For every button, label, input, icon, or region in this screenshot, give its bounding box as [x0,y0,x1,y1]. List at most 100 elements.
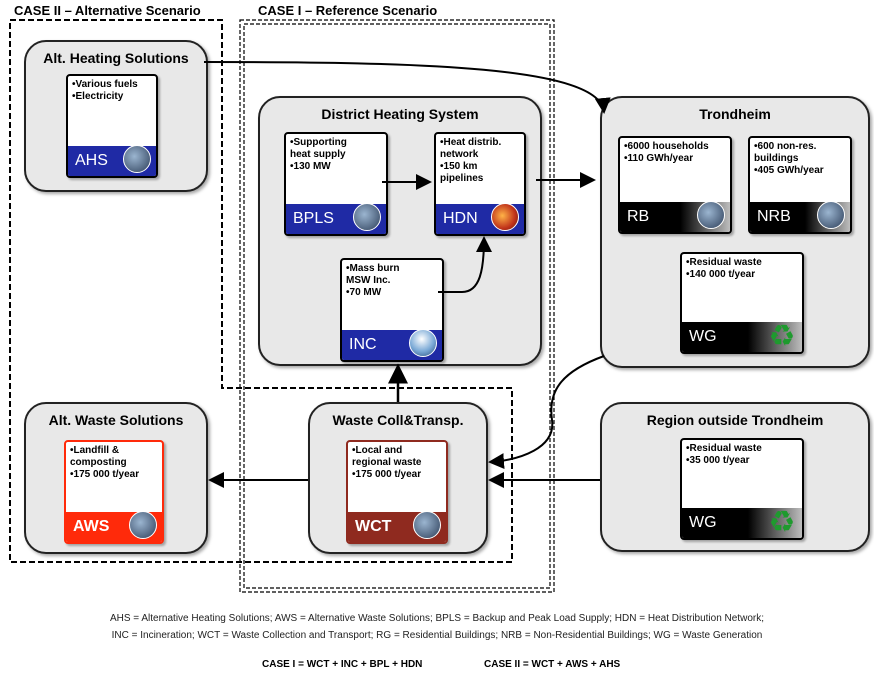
region-wg-details: •Residual waste •35 000 t/year [686,443,799,467]
bpls-line: heat supply [290,149,346,160]
aws-line: composting [70,457,127,468]
legend-line-1: AHS = Alternative Heating Solutions; AWS… [109,613,765,624]
trondheim-title: Trondheim [699,106,771,122]
case1-title: CASE I – Reference Scenario [258,3,438,18]
rb-line: •110 GWh/year [624,153,694,164]
arrow-ahs-trondheim [203,61,611,114]
building-icon [697,201,725,229]
nrb-line: •600 non-res. [754,141,817,152]
case2-equation: CASE II = WCT + AWS + AHS [484,659,621,670]
wg-card: •Residual waste •140 000 t/year WG ♻ [680,252,804,354]
bpls-line: •Supporting [290,137,347,148]
nrb-line: buildings [754,153,799,164]
hdn-code: HDN [443,210,478,227]
district-heating-title: District Heating System [321,106,479,122]
region-wg-line: •35 000 t/year [686,455,750,466]
aws-details: •Landfill & composting •175 000 t/year [70,445,159,481]
inc-line: MSW Inc. [346,275,391,286]
ahs-code: AHS [75,152,108,169]
wg-line: •140 000 t/year [686,269,756,280]
inc-line: •70 MW [346,287,382,298]
case1-equation: CASE I = WCT + INC + BPL + HDN [262,659,423,670]
alt-waste-group: Alt. Waste Solutions •Landfill & compost… [24,402,208,554]
boiler-icon [353,203,381,231]
landfill-icon [129,511,157,539]
hdn-card: •Heat distrib. network •150 km pipelines… [434,132,526,236]
boiler-icon [123,145,151,173]
region-wg-line: •Residual waste [686,443,762,454]
wg-bar: WG ♻ [682,322,802,352]
alt-waste-title: Alt. Waste Solutions [48,412,184,428]
arrow-inc-hdn [438,236,492,293]
ahs-line: •Various fuels [72,79,138,90]
inc-code: INC [349,336,377,353]
rb-line: •6000 households [624,141,709,152]
nrb-details: •600 non-res. buildings •405 GWh/year [754,141,847,177]
wct-line: •Local and [352,445,403,456]
building-icon [817,201,845,229]
inc-bar: INC [342,329,442,360]
waste-coll-group: Waste Coll&Transp. •Local and regional w… [308,402,488,554]
inc-line: •Mass burn [346,263,400,274]
nrb-code: NRB [757,208,791,225]
rb-card: •6000 households •110 GWh/year RB [618,136,732,234]
inc-card: •Mass burn MSW Inc. •70 MW INC [340,258,444,362]
wg-code: WG [689,328,717,345]
truck-icon [413,511,441,539]
wct-details: •Local and regional waste •175 000 t/yea… [352,445,443,481]
wg-line: •Residual waste [686,257,762,268]
wct-line: •175 000 t/year [352,469,422,480]
legend-line-2: INC = Incineration; WCT = Waste Collecti… [111,630,763,641]
case1-boundary-inner [243,23,551,589]
hdn-bar: HDN [436,203,524,234]
bpls-code: BPLS [293,210,334,227]
alt-heating-title: Alt. Heating Solutions [43,50,189,66]
nrb-line: •405 GWh/year [754,165,824,176]
rb-details: •6000 households •110 GWh/year [624,141,727,165]
nrb-bar: NRB [750,201,850,232]
wct-bar: WCT [348,511,446,542]
aws-line: •Landfill & [70,445,120,456]
hdn-line: •Heat distrib. [440,137,502,148]
bpls-details: •Supporting heat supply •130 MW [290,137,383,173]
ahs-card: •Various fuels •Electricity AHS [66,74,158,178]
case2-boundary [9,19,513,563]
inc-details: •Mass burn MSW Inc. •70 MW [346,263,439,299]
aws-code: AWS [73,518,110,535]
region-wg-card: •Residual waste •35 000 t/year WG ♻ [680,438,804,540]
region-wg-code: WG [689,514,717,531]
aws-card: •Landfill & composting •175 000 t/year A… [64,440,164,544]
pipes-icon [491,203,519,231]
nrb-card: •600 non-res. buildings •405 GWh/year NR… [748,136,852,234]
bpls-line: •130 MW [290,161,331,172]
rb-code: RB [627,208,650,225]
chimney-icon [409,329,437,357]
ahs-bar: AHS [68,145,156,176]
wct-card: •Local and regional waste •175 000 t/yea… [346,440,448,544]
hdn-details: •Heat distrib. network •150 km pipelines [440,137,521,185]
arrow-trondheim-wct [488,355,605,470]
hdn-line: pipelines [440,173,484,184]
waste-coll-title: Waste Coll&Transp. [332,412,464,428]
recycle-icon: ♻ [768,320,796,353]
case1-boundary [239,19,555,593]
district-heating-group: District Heating System •Supporting heat… [258,96,542,366]
aws-line: •175 000 t/year [70,469,140,480]
region-title: Region outside Trondheim [646,412,824,428]
wct-code: WCT [355,518,392,535]
recycle-icon: ♻ [768,506,796,539]
ahs-details: •Various fuels •Electricity [72,79,153,103]
wct-line: regional waste [352,457,422,468]
rb-bar: RB [620,201,730,232]
wg-details: •Residual waste •140 000 t/year [686,257,799,281]
region-wg-bar: WG ♻ [682,508,802,538]
trondheim-group: Trondheim •6000 households •110 GWh/year… [600,96,870,368]
region-group: Region outside Trondheim •Residual waste… [600,402,870,552]
case2-title: CASE II – Alternative Scenario [14,3,201,18]
aws-bar: AWS [66,511,162,542]
bpls-card: •Supporting heat supply •130 MW BPLS [284,132,388,236]
bpls-bar: BPLS [286,203,386,234]
ahs-line: •Electricity [72,91,124,102]
alt-heating-group: Alt. Heating Solutions •Various fuels •E… [24,40,208,192]
